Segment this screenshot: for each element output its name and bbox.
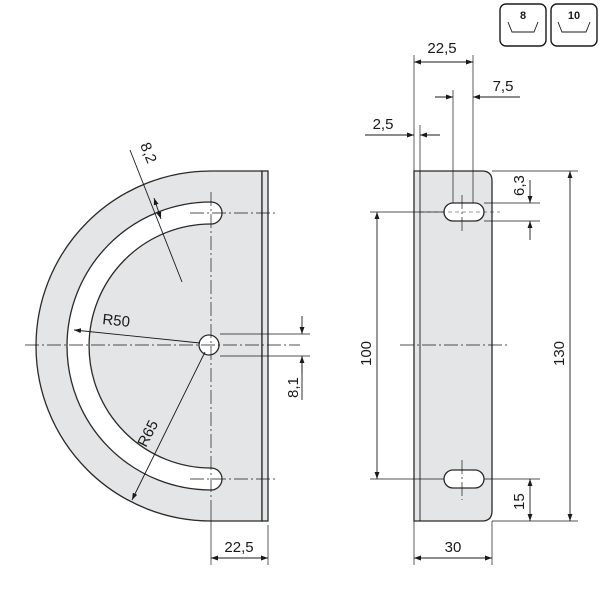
badge-8-label: 8 [520,10,526,22]
bottom-offset-label: 15 [511,493,528,510]
spacing-label: 100 [358,341,375,366]
profile-badge-10: 10 [550,3,598,47]
hole-label: 8,1 [285,377,302,398]
front-view: R50 R65 8,2 8,1 22,5 [25,140,310,565]
lower-slot [443,469,485,489]
height-label: 130 [551,341,568,366]
profile-badge-8: 8 [499,3,547,47]
bracket-flange [261,170,269,522]
offset-label: 7,5 [493,78,514,95]
side-view: 22,5 7,5 2,5 6,3 100 130 15 [358,40,578,565]
side-plate [413,170,493,522]
top-width-label: 22,5 [427,40,456,57]
curved-slot [66,201,223,491]
thickness-label: 2,5 [373,116,394,133]
bracket-plate [35,170,263,522]
badge-10-label: 10 [568,10,580,22]
slot-width-label: 8,2 [136,140,160,166]
depth-label: 30 [445,539,462,556]
radius-slot-label: R50 [102,311,131,331]
left-width-label: 22,5 [224,539,253,556]
slot-height-label: 6,3 [511,175,528,196]
